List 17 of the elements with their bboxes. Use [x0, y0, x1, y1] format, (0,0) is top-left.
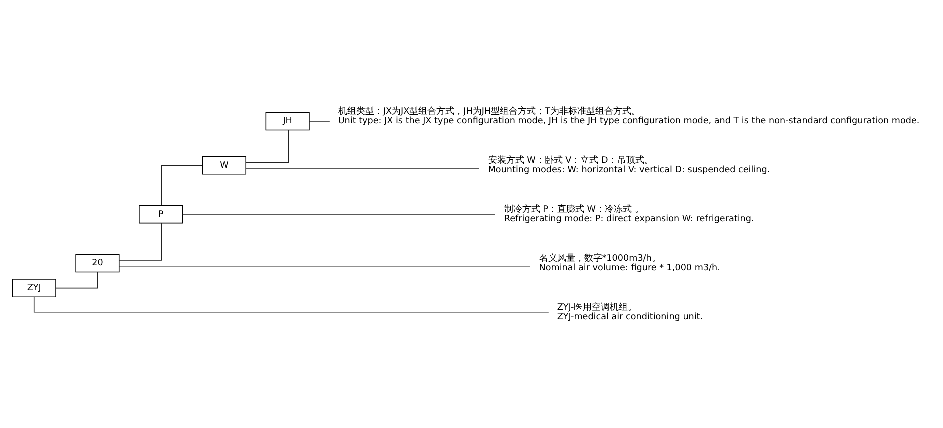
node-text: 机组类型：JX为JX型组合方式，JH为JH型组合方式；T为非标准型组合方式。 Unit type: JX is the JX type configuration mode, JH is the JH type configuration mode, and T is the non-standard configuration mode. — [338, 106, 920, 126]
connector — [162, 164, 203, 206]
node-text: 安装方式 W：卧式 V：立式 D：吊顶式。 Mounting modes: W: horizontal V: vertical D: suspended ceiling. — [488, 156, 770, 176]
node-box: ZYJ — [12, 278, 56, 298]
node-text: 制冷方式 P：直膨式 W：冷冻式 。 Refrigerating mode: P: direct expansion W: refrigerating. — [504, 204, 754, 224]
connector — [34, 296, 550, 312]
node-box: W — [202, 156, 247, 174]
connector — [56, 272, 98, 288]
node-text: ZYJ-医用空调机组。 ZYJ-medical air conditioning unit. — [557, 302, 704, 322]
connector — [246, 130, 290, 163]
connector — [119, 265, 531, 266]
node-text: 名义风量，数字*1000m3/h。 Nominal air volume: figure * 1,000 m3/h. — [539, 253, 720, 273]
node-box: P — [139, 204, 184, 224]
node-box: JH — [266, 112, 310, 130]
connector — [119, 222, 162, 260]
node-box: 20 — [76, 254, 120, 272]
connector — [309, 120, 330, 122]
